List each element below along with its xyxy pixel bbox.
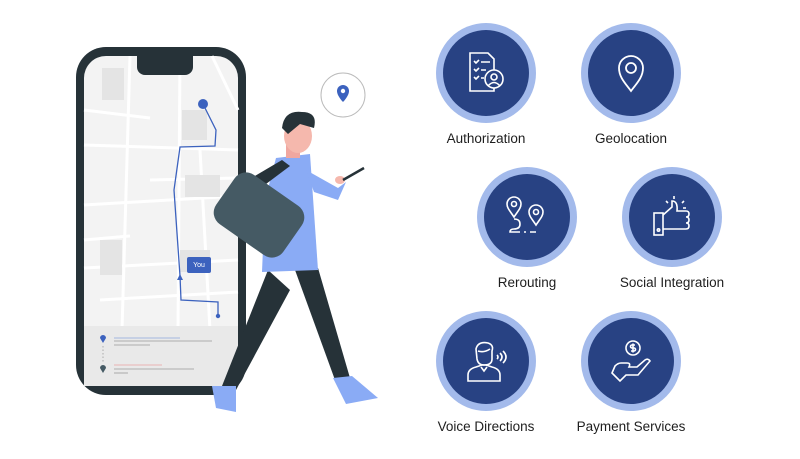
feature-label: Voice Directions — [437, 419, 535, 434]
checklist-user-icon — [469, 52, 504, 92]
location-pin-icon — [618, 55, 644, 93]
feature-circle — [581, 311, 681, 411]
feature-payment-services: Payment Services — [556, 311, 706, 434]
feature-label: Rerouting — [497, 275, 557, 290]
feature-label: Payment Services — [576, 419, 686, 434]
feature-label: Authorization — [446, 131, 526, 146]
route-pins-icon — [506, 196, 544, 233]
feature-circle — [436, 23, 536, 123]
feature-label: Social Integration — [619, 275, 725, 290]
feature-circle — [581, 23, 681, 123]
speaking-person-icon — [467, 341, 507, 382]
feature-geolocation: Geolocation — [556, 23, 706, 146]
navigation-illustration: You — [76, 47, 378, 412]
feature-circle — [622, 167, 722, 267]
feature-voice-directions: Voice Directions — [411, 311, 561, 434]
feature-rerouting: Rerouting — [452, 167, 602, 290]
you-marker-bubble: You — [187, 257, 211, 273]
feature-authorization: Authorization — [411, 23, 561, 146]
thumbs-up-icon — [653, 196, 690, 236]
hand-coin-icon — [611, 340, 652, 383]
phone-map-illustration — [76, 47, 378, 412]
feature-label: Geolocation — [594, 131, 668, 146]
feature-circle — [477, 167, 577, 267]
feature-social-integration: Social Integration — [597, 167, 747, 290]
feature-circle — [436, 311, 536, 411]
